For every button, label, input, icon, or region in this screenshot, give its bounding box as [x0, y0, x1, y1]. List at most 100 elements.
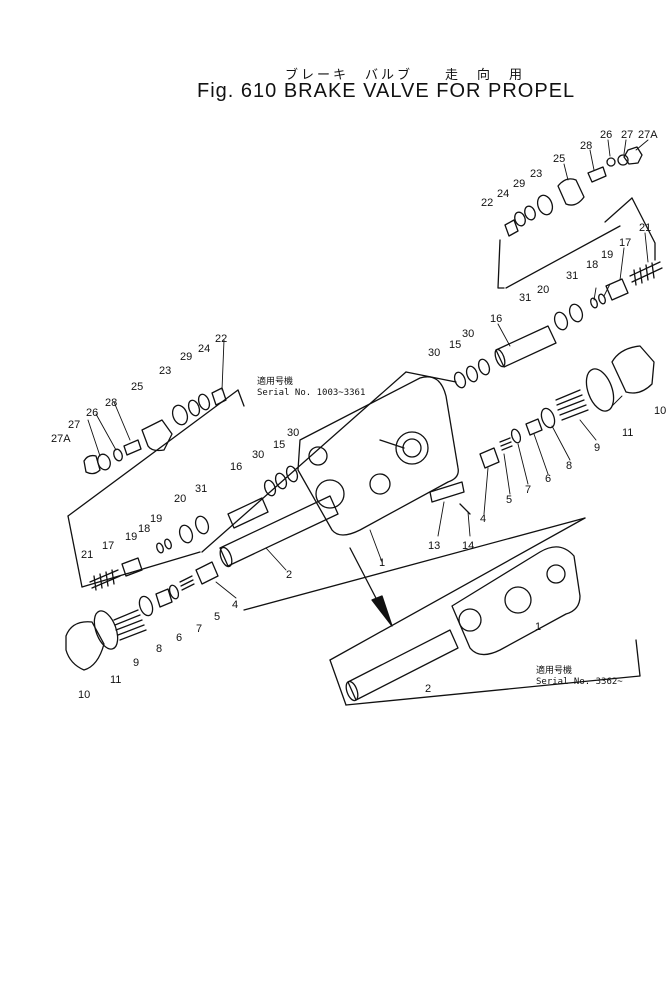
- cap-10-left: [65, 621, 105, 671]
- label-5-left: 5: [214, 611, 220, 623]
- label-23-right: 23: [530, 168, 542, 180]
- leader-27-left: [87, 419, 101, 457]
- frame-left-lower: [81, 551, 201, 588]
- valve-body-outline: [297, 376, 459, 536]
- leader-25-right: [563, 163, 569, 181]
- label-4-right: 4: [480, 513, 486, 525]
- label-17-right: 17: [619, 237, 631, 249]
- frame-left-top: [237, 389, 245, 407]
- label-6-left: 6: [176, 632, 182, 644]
- frame-top-right-lower: [505, 225, 621, 289]
- leader-lines: [87, 139, 649, 599]
- label-31b-right: 31: [519, 292, 531, 304]
- parts-right-row: [453, 261, 663, 389]
- label-13: 13: [428, 540, 440, 552]
- spool-16-right: [495, 325, 557, 368]
- detail-body-bore: [458, 608, 482, 632]
- spring-9-left: [113, 609, 147, 641]
- leader-27-right: [623, 139, 627, 155]
- detail-arrow-head: [371, 595, 393, 627]
- label-25-left: 25: [131, 381, 143, 393]
- japanese-title: ブレーキ バルブ 走 向 用: [285, 68, 526, 83]
- label-18-right: 18: [586, 259, 598, 271]
- detail-spool-2: [347, 629, 459, 701]
- part-6-right: [525, 418, 543, 436]
- cap-10-right: [611, 345, 655, 394]
- leader-4-left: [215, 581, 237, 599]
- label-20-right: 20: [537, 284, 549, 296]
- cap-27a-left: [83, 454, 101, 475]
- ring-19-right: [598, 293, 606, 305]
- ring-20-left: [178, 524, 194, 544]
- body-port-small: [369, 473, 391, 495]
- label-27-right: 27: [621, 129, 633, 141]
- leader-18-right: [593, 287, 597, 301]
- label-2-detail: 2: [425, 683, 431, 695]
- leader-21-right: [644, 232, 649, 263]
- label-16-left: 16: [230, 461, 242, 473]
- leader-28-right: [589, 149, 595, 171]
- plug-assembly-left: [83, 387, 227, 475]
- oring-11-right: [585, 368, 615, 412]
- serial-note-upper-line2: Serial No. 1003~3361: [257, 388, 366, 398]
- leader-6-right: [533, 433, 549, 475]
- label-8-right: 8: [566, 460, 572, 472]
- spool-16-end-right: [494, 348, 506, 368]
- ring-19-left: [164, 538, 172, 550]
- piston-4-right: [479, 447, 500, 469]
- spool-16-left: [227, 497, 269, 529]
- label-15-right: 15: [449, 339, 461, 351]
- leader-26-left: [95, 413, 117, 451]
- leader-5-right: [503, 453, 511, 495]
- label-27a-right: 27A: [638, 129, 658, 141]
- ring-24-right: [514, 211, 526, 227]
- label-22-right: 22: [481, 197, 493, 209]
- spring-21-right: [629, 261, 663, 286]
- label-1-body: 1: [379, 557, 385, 569]
- ring-23-right: [536, 194, 554, 216]
- parts-left-lower: [65, 495, 339, 671]
- ring-30a-left: [263, 479, 277, 497]
- plate-13: [429, 481, 465, 503]
- leader-26-right: [607, 139, 611, 157]
- frame-detail-lower: [345, 675, 641, 706]
- parts-left-row: [89, 465, 299, 591]
- frame-top-right-right: [631, 197, 656, 261]
- label-11-right: 11: [622, 427, 633, 439]
- washer-26-left: [113, 448, 123, 462]
- plug-25-right: [557, 178, 585, 206]
- cap-27a-right: [623, 146, 643, 165]
- leader-17-right: [619, 247, 625, 281]
- label-25-right: 25: [553, 153, 565, 165]
- label-2-main: 2: [286, 569, 292, 581]
- oring-11-left: [93, 610, 119, 650]
- ring-31-right: [568, 303, 584, 323]
- plug-22-right: [504, 219, 519, 237]
- frame-left-upper: [67, 389, 239, 517]
- body-port-left: [315, 479, 345, 509]
- leader-13: [437, 501, 445, 537]
- ring-20-right: [553, 311, 569, 331]
- detail-body-1: [451, 546, 581, 656]
- label-30b-right: 30: [428, 347, 440, 359]
- valve-body: [297, 376, 471, 536]
- frame-left-side: [67, 515, 83, 588]
- frame-detail-upper: [329, 517, 586, 661]
- frame-detail-right: [635, 639, 641, 677]
- frame-top-right-upper: [604, 197, 633, 223]
- label-9-left: 9: [133, 657, 139, 669]
- label-15-left: 15: [273, 439, 285, 451]
- serial-note-lower-line1: 適用号機: [536, 666, 573, 676]
- leader-16-right: [497, 323, 511, 347]
- detail-body-port-small: [546, 564, 566, 584]
- ring-30b-right: [453, 371, 467, 389]
- label-26-right: 26: [600, 129, 612, 141]
- leader-1: [369, 529, 383, 563]
- frame-top-right-left: [497, 239, 505, 289]
- frame-lines: [67, 197, 656, 706]
- label-9-right: 9: [594, 442, 600, 454]
- body-port-bore: [308, 446, 328, 466]
- ring-18-left: [156, 542, 164, 554]
- plunger-17-right: [605, 278, 629, 301]
